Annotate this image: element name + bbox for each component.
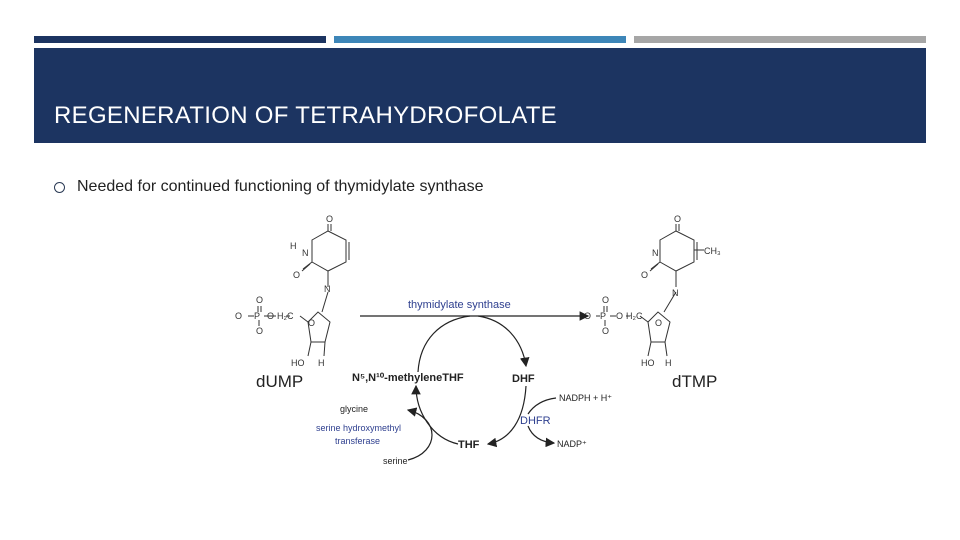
atom-label: O (293, 270, 300, 280)
atom-label: H₂C (277, 311, 294, 321)
title-band: REGENERATION OF TETRAHYDROFOLATE (34, 48, 926, 143)
reaction-arrows (360, 311, 590, 461)
nadph-label: NADPH + H⁺ (559, 393, 612, 403)
dump-structure (248, 224, 350, 357)
atom-label: O (267, 311, 274, 321)
thf-label: THF (458, 439, 480, 451)
accent-bar-gray (634, 36, 926, 43)
atom-label: O (602, 295, 609, 305)
bullet-item: Needed for continued functioning of thym… (54, 178, 483, 196)
atom-label: O (616, 311, 623, 321)
dump-atom-labels: H N O O N O O P O H₂C O O HO H (235, 214, 333, 368)
atom-label: N (302, 248, 309, 258)
dhfr-label: DHFR (520, 415, 551, 427)
nadp-label: NADP⁺ (557, 439, 587, 449)
bullet-text: Needed for continued functioning of thym… (77, 178, 484, 195)
atom-label: O (256, 295, 263, 305)
dtmp-atom-labels: N O CH₃ O N O O P O H₂C O O HO H (584, 214, 721, 368)
atom-label: H (290, 241, 297, 251)
atom-label: HO (291, 358, 305, 368)
atom-label: H₂C (626, 311, 643, 321)
atom-label: O (308, 318, 315, 328)
slide-title: REGENERATION OF TETRAHYDROFOLATE (54, 102, 557, 129)
glycine-label: glycine (340, 404, 368, 414)
dhf-label: DHF (512, 373, 535, 385)
methylene-thf-label: N⁵,N¹⁰-methyleneTHF (352, 372, 464, 384)
atom-label: P (254, 311, 260, 321)
circle-bullet-icon (54, 181, 65, 193)
atom-label: O (602, 326, 609, 336)
accent-bar-blue (334, 36, 626, 43)
atom-label: H (318, 358, 325, 368)
accent-bar-navy (34, 36, 326, 43)
shmt-label-line1: serine hydroxymethyl (316, 423, 401, 433)
dtmp-label: dTMP (672, 372, 717, 391)
atom-label: N (672, 288, 679, 298)
atom-label: O (641, 270, 648, 280)
atom-label: N (324, 284, 331, 294)
dump-label: dUMP (256, 372, 303, 391)
atom-label: O (326, 214, 333, 224)
atom-label: N (652, 248, 659, 258)
atom-label: CH₃ (704, 246, 721, 256)
atom-label: O (235, 311, 242, 321)
atom-label: H (665, 358, 672, 368)
thymidylate-synthase-label: thymidylate synthase (408, 299, 511, 311)
serine-label: serine (383, 456, 408, 466)
atom-label: P (600, 311, 606, 321)
dtmp-structure (596, 224, 704, 357)
atom-label: HO (641, 358, 655, 368)
atom-label: O (655, 318, 662, 328)
shmt-label-line2: transferase (335, 436, 380, 446)
atom-label: O (256, 326, 263, 336)
atom-label: O (674, 214, 681, 224)
